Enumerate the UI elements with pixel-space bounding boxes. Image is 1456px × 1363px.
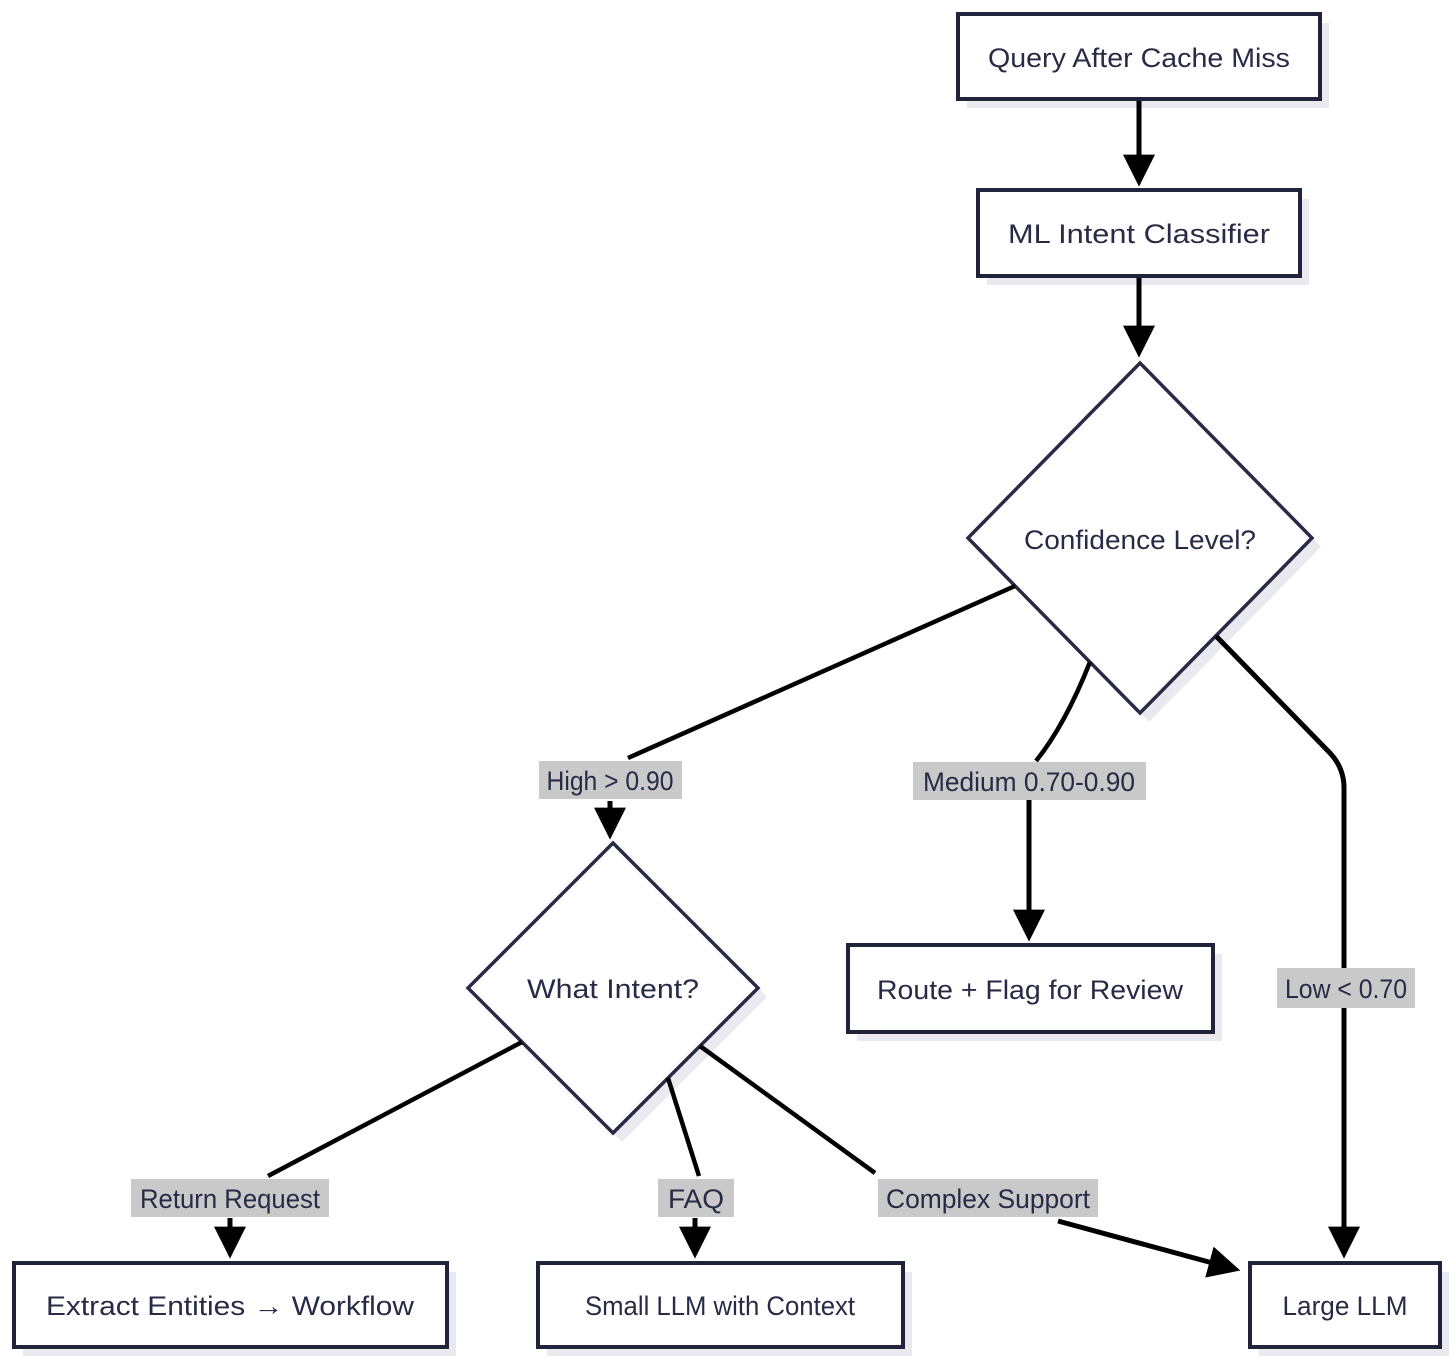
- node-texts: Query After Cache Miss ML Intent Classif…: [46, 43, 1408, 1321]
- node-label-confidence-level: Confidence Level?: [1024, 525, 1256, 555]
- edge-complex-label-to-large-llm: [1057, 1218, 1241, 1278]
- edge-label-return-request: Return Request: [140, 1184, 320, 1214]
- edge-what-intent-to-faq-label: [665, 1077, 702, 1177]
- edge-confidence-to-large-llm-low: [1214, 634, 1361, 1259]
- node-label-large-llm: Large LLM: [1283, 1291, 1408, 1321]
- node-label-ml-intent-classifier: ML Intent Classifier: [1008, 219, 1270, 249]
- edge-label-return-request-bg: [131, 1179, 329, 1217]
- edge-label-complex-support-bg: [878, 1179, 1098, 1217]
- node-query-after-cache-miss: [956, 12, 1322, 101]
- edge-label-high-bg: [539, 761, 682, 799]
- node-label-what-intent: What Intent?: [527, 974, 699, 1004]
- node-route-flag-for-review: [846, 943, 1215, 1034]
- node-small-llm-with-context: [536, 1261, 905, 1349]
- edge-what-intent-to-return-label: [266, 1040, 524, 1178]
- edge-labels: High > 0.90 Medium 0.70-0.90 Low < 0.70 …: [131, 761, 1415, 1217]
- edges: [213, 101, 1361, 1278]
- edge-label-faq-bg: [658, 1179, 734, 1217]
- edge-what-intent-to-complex-label: [698, 1044, 877, 1175]
- edge-label-medium: Medium 0.70-0.90: [923, 767, 1135, 797]
- node-label-query-after-cache-miss: Query After Cache Miss: [988, 43, 1290, 73]
- node-label-route-flag-for-review: Route + Flag for Review: [877, 975, 1184, 1005]
- edge-confidence-to-high-label: [627, 583, 1016, 761]
- edge-label-complex-support: Complex Support: [886, 1184, 1090, 1214]
- edge-confidence-to-medium-label: [1034, 661, 1093, 763]
- node-confidence-level-diamond: [965, 360, 1315, 716]
- node-large-llm: [1248, 1261, 1442, 1349]
- edge-label-faq: FAQ: [668, 1184, 724, 1214]
- node-label-small-llm-with-context: Small LLM with Context: [585, 1291, 855, 1321]
- node-extract-entities-workflow: [12, 1261, 449, 1349]
- node-what-intent-diamond: [465, 840, 761, 1136]
- node-label-extract-entities-workflow: Extract Entities → Workflow: [46, 1291, 415, 1321]
- edge-label-low: Low < 0.70: [1285, 974, 1407, 1004]
- edge-label-high: High > 0.90: [547, 766, 674, 796]
- edge-label-low-bg: [1277, 968, 1415, 1008]
- edge-label-medium-bg: [913, 762, 1146, 800]
- node-ml-intent-classifier: [976, 188, 1302, 278]
